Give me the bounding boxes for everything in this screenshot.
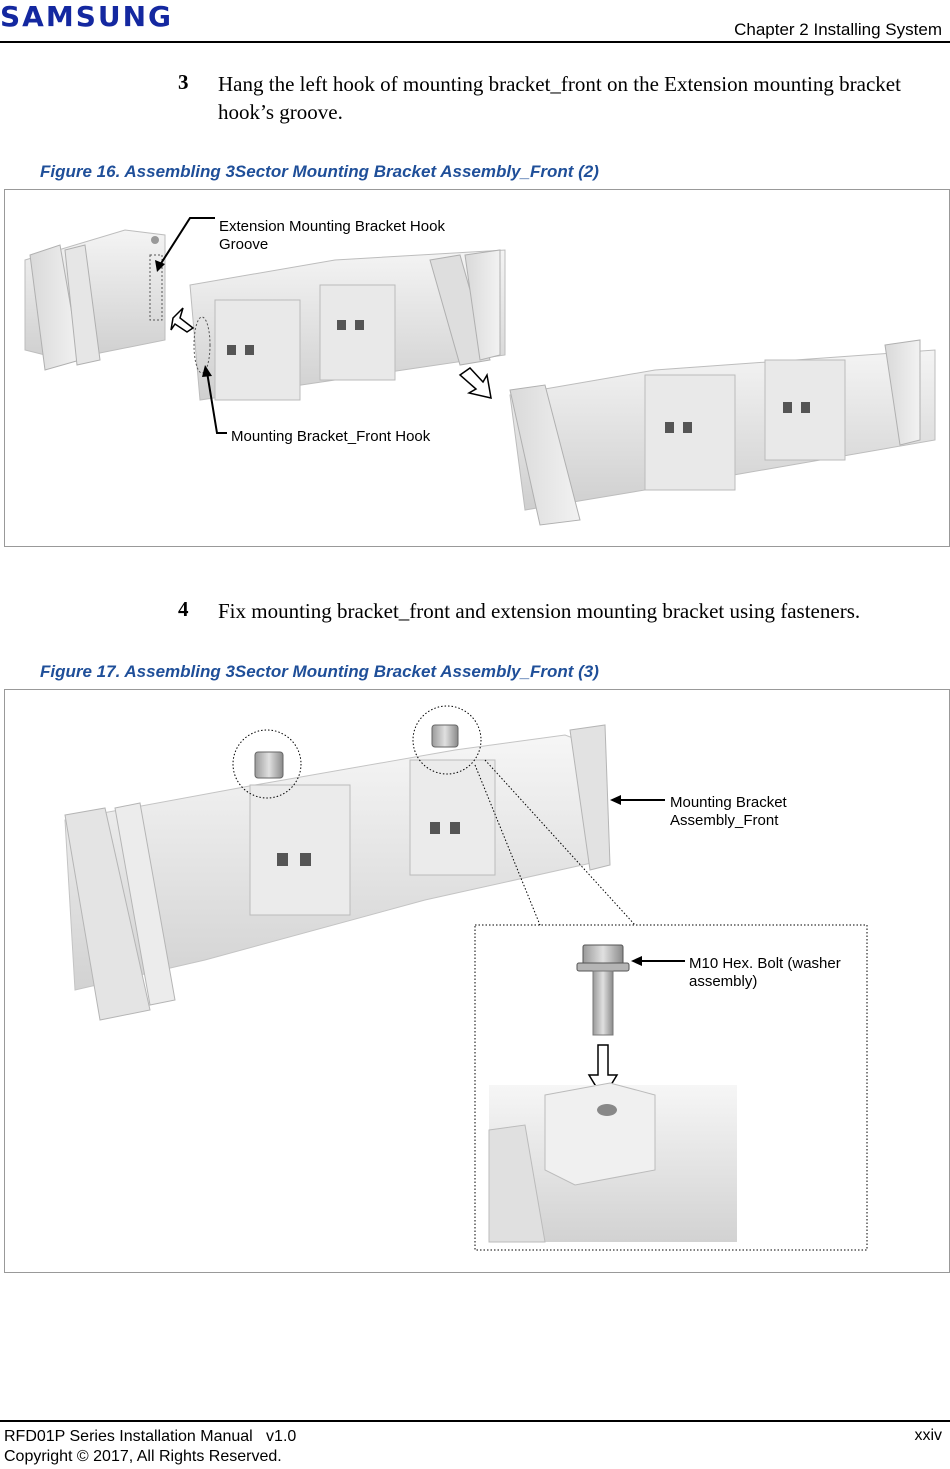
callout-label: M10 Hex. Bolt (washer assembly)	[689, 955, 841, 990]
leader-line	[159, 217, 215, 266]
bracket-fastening-illustration	[64, 705, 868, 1251]
manual-title: RFD01P Series Installation Manual v1.0	[4, 1428, 297, 1445]
header-divider	[0, 41, 950, 43]
callout-label: Extension Mounting Bracket Hook Groove	[219, 218, 445, 253]
footer-divider	[0, 1420, 950, 1422]
page-number: xxiv	[914, 1427, 942, 1444]
samsung-logo: SAMSUNG	[0, 0, 174, 33]
leader-line	[206, 371, 227, 434]
figure-16-illustration: Extension Mounting Bracket Hook Groove M…	[4, 189, 950, 547]
zoom-line	[484, 759, 636, 926]
step-text: Hang the left hook of mounting bracket_f…	[218, 72, 901, 124]
step-text: Fix mounting bracket_front and extension…	[218, 599, 861, 623]
figure-caption: Figure 16. Assembling 3Sector Mounting B…	[40, 162, 599, 181]
direction-arrow-icon	[170, 307, 195, 333]
callout-label: Mounting Bracket_Front Hook	[231, 428, 431, 445]
callout-label: Mounting Bracket Assembly_Front	[670, 794, 787, 829]
figure-17-illustration: Mounting Bracket Assembly_Front M10 Hex.…	[4, 689, 950, 1273]
assembled-bracket-part	[509, 339, 936, 526]
copyright-text: Copyright © 2017, All Rights Reserved.	[4, 1448, 282, 1465]
direction-arrow-icon	[458, 367, 492, 399]
arrow-head	[610, 795, 621, 805]
front-bracket-part	[189, 249, 506, 401]
bracket-detail-part	[488, 1082, 737, 1243]
arrow-head	[631, 956, 642, 966]
arrow-head	[202, 365, 212, 377]
highlight-circle	[232, 729, 302, 799]
chapter-title: Chapter 2 Installing System	[734, 20, 942, 39]
arrow-head	[155, 260, 165, 272]
footer-info: RFD01P Series Installation Manual v1.0 C…	[4, 1427, 296, 1467]
step-number: 3	[178, 70, 189, 94]
step-number: 4	[178, 597, 189, 621]
figure-caption: Figure 17. Assembling 3Sector Mounting B…	[40, 662, 599, 681]
bracket-assembly-illustration	[24, 217, 936, 526]
detail-inset	[474, 924, 868, 1251]
assembled-bracket-part	[64, 724, 611, 1021]
bolt-icon	[576, 944, 630, 1036]
zoom-line	[474, 764, 541, 926]
highlight-circle	[412, 705, 482, 775]
extension-bracket-part	[24, 229, 166, 371]
